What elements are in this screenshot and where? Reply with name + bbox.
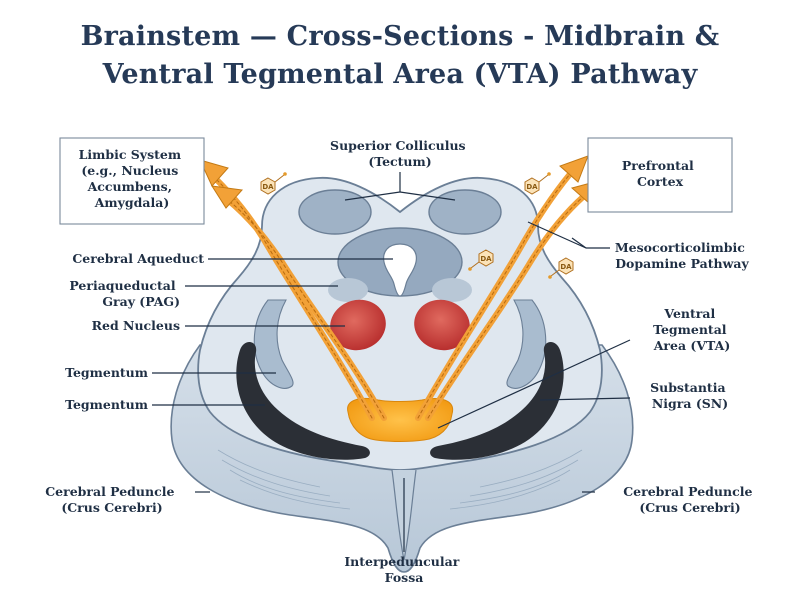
arrowhead-limbic-1 <box>199 159 229 187</box>
prefrontal-label-box <box>587 137 733 213</box>
da-badge-3: DA <box>468 249 494 271</box>
label-superior-colliculus: Superior Colliculus (Tectum) <box>330 138 470 169</box>
periaqueductal-gray-left <box>328 278 368 302</box>
ventral-tegmental-area <box>347 398 454 442</box>
arrowhead-limbic-2 <box>211 185 243 209</box>
label-interpeduncular-fossa: Interpeduncular Fossa <box>344 554 463 585</box>
label-tegmentum-1: Tegmentum <box>65 365 148 380</box>
svg-text:DA: DA <box>262 183 274 191</box>
label-mesocorticolimbic-pathway: Mesocorticolimbic Dopamine Pathway <box>615 240 750 271</box>
svg-text:DA: DA <box>480 255 492 263</box>
labels: Limbic System (e.g., Nucleus Accumbens, … <box>45 138 757 585</box>
red-nucleus-left <box>330 299 386 351</box>
superior-colliculus-right <box>428 189 502 235</box>
cerebral-aqueduct <box>383 243 417 297</box>
red-nucleus-right <box>414 299 470 351</box>
mesocorticolimbic-pathway <box>212 171 587 421</box>
midbrain-body <box>170 177 634 573</box>
label-cerebral-peduncle-left: Cerebral Peduncle (Crus Cerebri) <box>45 484 179 515</box>
label-substantia-nigra: Substantia Nigra (SN) <box>650 380 730 411</box>
label-tegmentum-2: Tegmentum <box>65 397 148 412</box>
da-badge-1: DA <box>260 172 287 195</box>
substantia-nigra-right <box>430 341 564 460</box>
periaqueductal-gray-right <box>432 278 472 302</box>
da-badge-4: DA <box>548 257 574 279</box>
arrowhead-cortex-1 <box>559 155 589 183</box>
label-prefrontal-cortex: Prefrontal Cortex <box>622 158 698 189</box>
label-cerebral-aqueduct: Cerebral Aqueduct <box>72 251 204 266</box>
superior-colliculus-left <box>298 189 372 235</box>
diagram-title: Brainstem — Cross-Sections - Midbrain & … <box>0 18 800 94</box>
label-cerebral-peduncle-right: Cerebral Peduncle (Crus Cerebri) <box>623 484 757 515</box>
da-badge-2: DA <box>524 172 551 195</box>
label-limbic-system: Limbic System (e.g., Nucleus Accumbens, … <box>79 147 186 210</box>
title-line-1: Brainstem — Cross-Sections - Midbrain & <box>80 21 720 52</box>
title-line-2: Ventral Tegmental Area (VTA) Pathway <box>102 59 698 90</box>
limbic-label-box <box>59 137 205 225</box>
leader-lines <box>152 172 631 552</box>
label-vta: Ventral Tegmental Area (VTA) <box>653 306 731 353</box>
label-periaqueductal-gray: Periaqueductal Gray (PAG) <box>69 278 180 309</box>
peduncle-fibers <box>217 449 583 510</box>
svg-text:DA: DA <box>560 263 572 271</box>
svg-text:DA: DA <box>526 183 538 191</box>
substantia-nigra-left <box>236 341 370 460</box>
label-red-nucleus: Red Nucleus <box>92 318 180 333</box>
